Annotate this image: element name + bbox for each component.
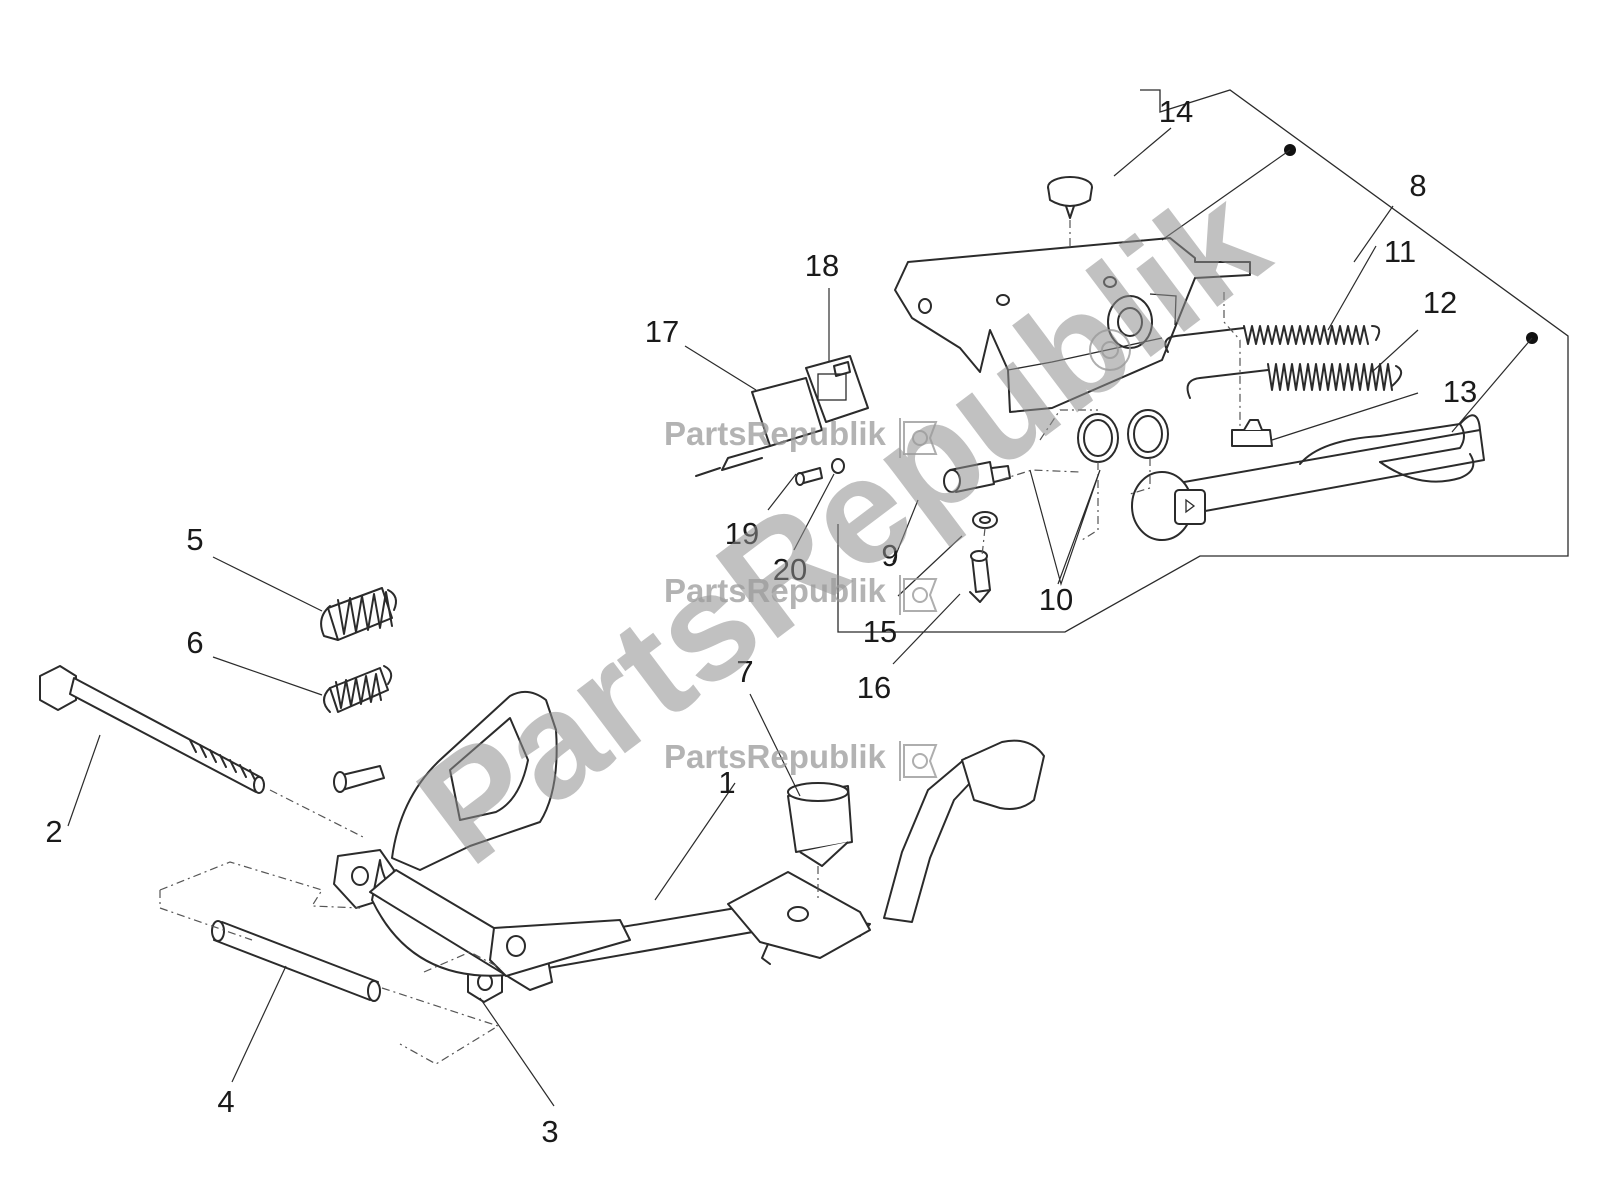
assembly-group-outline [837,89,1569,633]
watermark-small-text-2: PartsRepublik [664,572,887,609]
callout-11: 11 [1384,234,1416,269]
part-6-spring [323,665,393,713]
part-11-spring [1164,325,1381,353]
callout-10: 10 [1039,582,1073,617]
part-17-switch [695,377,823,477]
part-5-spring [320,587,397,641]
part-2-long-bolt [39,665,265,794]
callout-6: 6 [186,625,203,660]
part-20-washer [831,458,845,474]
part-8-side-stand-leg [1131,414,1485,541]
part-1-center-stand [333,690,1045,991]
callout-labels: 1 2 3 4 5 6 7 8 9 10 11 12 13 14 15 16 1… [45,94,1477,1149]
callout-16: 16 [857,670,891,705]
callout-19: 19 [725,516,759,551]
part-18-connector [805,355,869,423]
callout-9: 9 [881,538,898,573]
gear-flag-icon [899,741,938,781]
part-9-pin [943,461,1011,493]
callout-4: 4 [217,1084,234,1119]
leader-lines [67,127,1533,1107]
callout-13: 13 [1443,374,1477,409]
callout-15: 15 [863,614,897,649]
callout-14: 14 [1159,94,1193,129]
part-4-sleeve [211,920,381,1002]
gear-flag-icon [899,575,938,615]
callout-18: 18 [805,248,839,283]
callout-20: 20 [773,552,807,587]
watermark-small-text-1: PartsRepublik [664,415,887,452]
assembly-guide-lines [159,220,1241,1065]
part-12-spring [1186,363,1403,399]
callout-3: 3 [541,1114,558,1149]
callout-17: 17 [645,314,679,349]
part-13-bumper [1231,419,1273,447]
watermark-small-text-3: PartsRepublik [664,738,887,775]
callout-1: 1 [718,765,735,800]
callout-12: 12 [1423,285,1457,320]
gear-icon [1089,329,1131,371]
callout-5: 5 [186,522,203,557]
gear-flag-icon [899,418,938,458]
part-16-bolt [969,550,991,603]
callout-8: 8 [1409,168,1426,203]
callout-2: 2 [45,814,62,849]
part-19-screw [795,467,823,486]
part-14-rubber-buffer [1047,176,1093,219]
part-7-rubber-stop [787,782,853,867]
callout-7: 7 [736,654,753,689]
